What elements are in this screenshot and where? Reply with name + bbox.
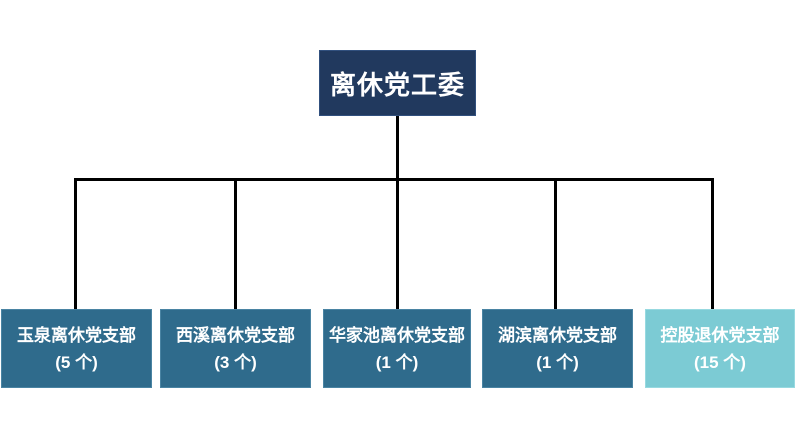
connector-drop-4 <box>553 177 557 309</box>
branch-count: (1 个) <box>375 352 419 372</box>
connector-drop-3 <box>395 177 399 309</box>
branch-node-yuquan: 玉泉离休党支部 (5 个) <box>1 309 152 388</box>
connector-drop-1 <box>73 177 77 309</box>
branch-name: 湖滨离休党支部 <box>498 325 617 345</box>
root-node-label: 离休党工委 <box>329 69 465 100</box>
connector-drop-2 <box>233 177 237 309</box>
branch-node-huajiachi: 华家池离休党支部 (1 个) <box>323 309 471 388</box>
branch-node-konggu-highlight: 控股退休党支部 (15 个) <box>645 309 795 388</box>
connector-drop-5 <box>710 177 714 309</box>
root-node: 离休党工委 <box>319 50 476 116</box>
branch-node-xixi: 西溪离休党支部 (3 个) <box>160 309 311 388</box>
branch-name: 华家池离休党支部 <box>329 325 465 345</box>
connector-root-stub <box>395 116 399 179</box>
branch-node-hubin: 湖滨离休党支部 (1 个) <box>482 309 633 388</box>
branch-count: (3 个) <box>214 352 257 372</box>
branch-name: 西溪离休党支部 <box>176 325 295 345</box>
branch-count: (1 个) <box>536 352 579 372</box>
branch-count: (15 个) <box>694 352 746 372</box>
branch-count: (5 个) <box>55 352 98 372</box>
connector-horizontal-bar <box>73 177 714 181</box>
branch-name: 控股退休党支部 <box>660 325 780 345</box>
branch-name: 玉泉离休党支部 <box>17 325 136 345</box>
